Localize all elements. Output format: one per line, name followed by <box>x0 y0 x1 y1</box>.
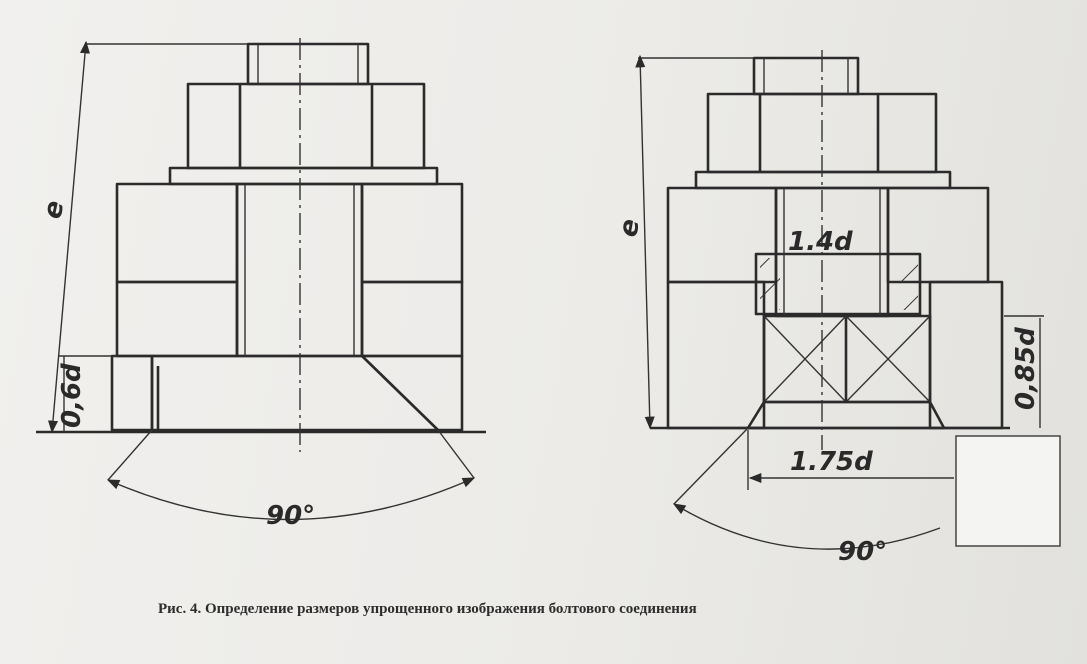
right-width-label: 1.75d <box>790 447 873 477</box>
right-angle-label: 90° <box>838 537 887 567</box>
right-length-label: e <box>613 217 646 240</box>
left-upper-plate <box>115 182 464 284</box>
left-bolt-head <box>186 82 426 170</box>
right-bolt-tip <box>752 56 860 96</box>
left-angle-label: 90° <box>266 501 315 531</box>
left-angle-arc <box>106 477 476 521</box>
figure-caption: Рис. 4. Определение размеров упрощенного… <box>158 601 697 617</box>
right-height-label: 0,85d <box>1011 327 1041 410</box>
blank-box <box>955 435 1061 547</box>
left-nut-chamfer <box>150 354 440 432</box>
right-washer <box>754 252 922 316</box>
right-bolt-view: e 1.4d 0,85d 1.75d 90° <box>613 50 1044 567</box>
left-height-label: 0,6d <box>57 363 87 428</box>
left-washer <box>168 166 439 186</box>
left-bolt-tip <box>246 42 370 86</box>
left-bolt-view: e 0,6d 90° <box>36 38 486 531</box>
right-nut <box>746 314 946 430</box>
right-lower-plate <box>666 280 1004 430</box>
right-washer-label: 1.4d <box>788 227 853 257</box>
right-angle-arc <box>672 503 941 550</box>
left-length-label: e <box>38 198 71 221</box>
